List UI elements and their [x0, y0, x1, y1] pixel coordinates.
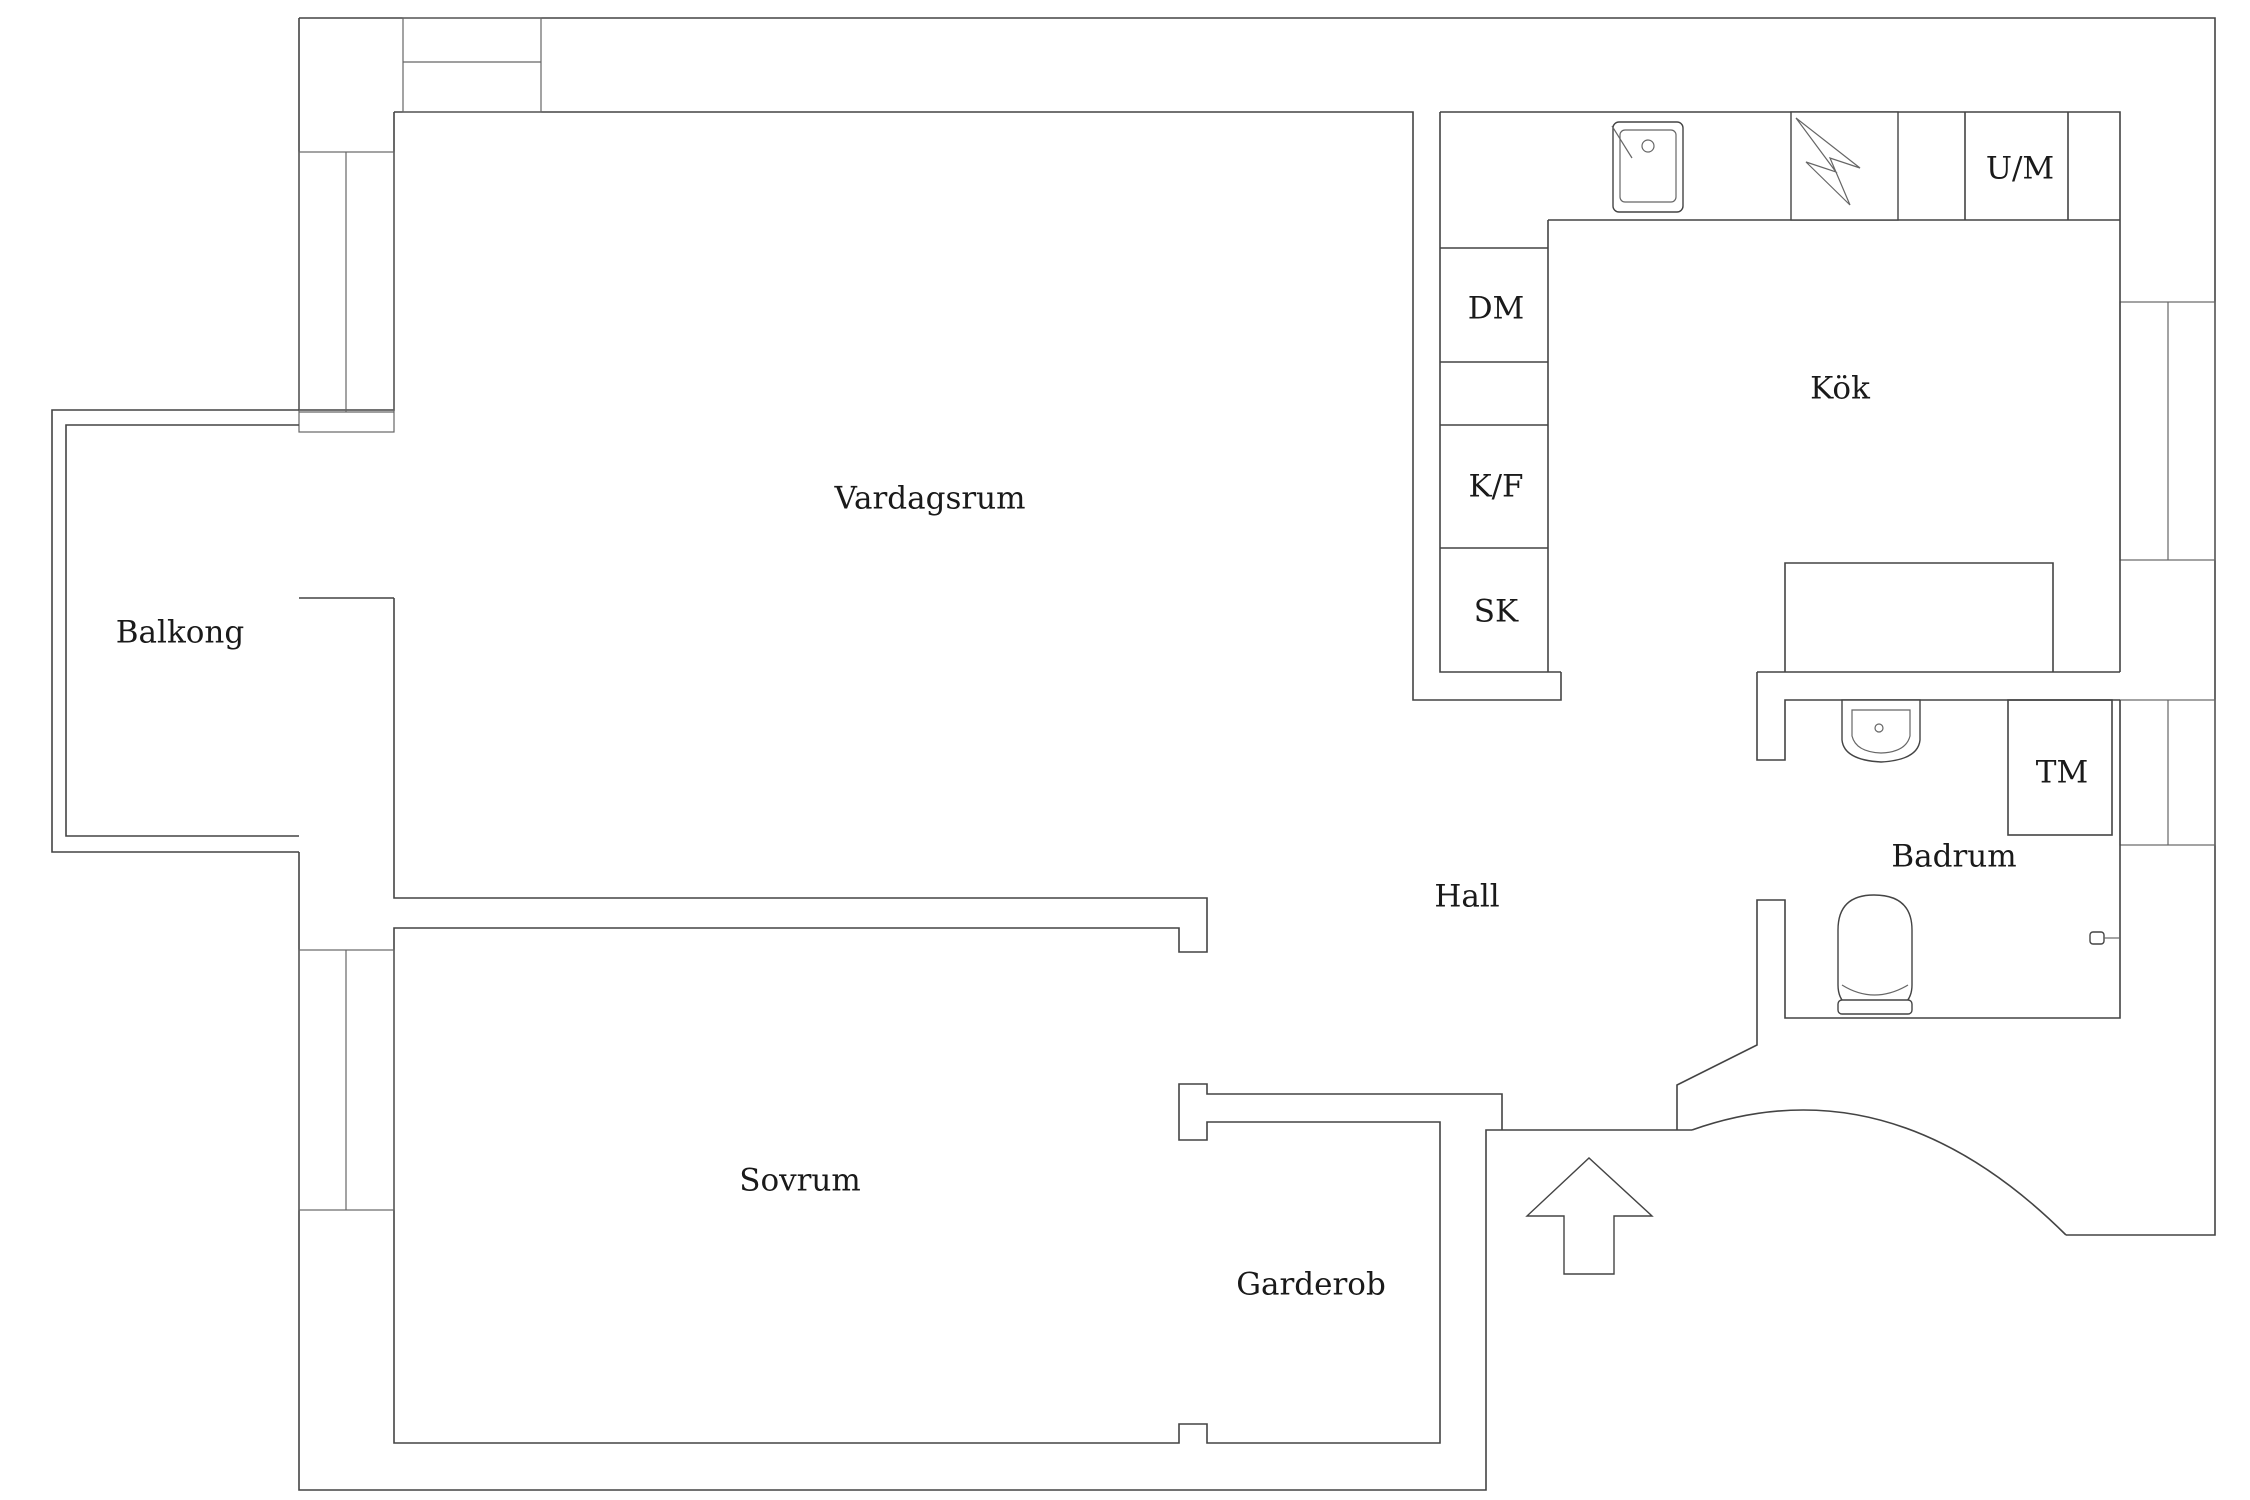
- room-label-balkong: Balkong: [116, 615, 244, 651]
- fixture-label-kf: K/F: [1468, 469, 1523, 505]
- fixture-label-sk: SK: [1474, 594, 1519, 630]
- fixture-label-tm: TM: [2036, 755, 2088, 791]
- room-label-sovrum: Sovrum: [739, 1163, 861, 1199]
- room-label-kok: Kök: [1810, 371, 1870, 407]
- room-label-badrum: Badrum: [1891, 839, 2016, 875]
- kitchen: [1439, 111, 2121, 673]
- stove-icon: [1790, 111, 1899, 221]
- sink-icon: [1611, 121, 1684, 213]
- fixture-label-dm: DM: [1468, 291, 1525, 327]
- room-label-hall: Hall: [1434, 879, 1499, 915]
- room-label-garderob: Garderob: [1236, 1267, 1386, 1303]
- washbasin-icon: [1841, 699, 1921, 763]
- entrance: [1525, 1109, 2067, 1275]
- faucet-icon: [2089, 931, 2120, 945]
- fixture-label-um: U/M: [1986, 151, 2054, 187]
- entrance-arrow-icon: [1525, 1157, 1654, 1275]
- outer-walls: [298, 17, 2216, 1491]
- balcony: [51, 409, 299, 853]
- toilet-icon: [1837, 894, 1913, 1015]
- stove-lightning-icon: [1795, 117, 1861, 206]
- bathroom: [1676, 671, 2121, 1130]
- room-label-vardagsrum: Vardagsrum: [833, 481, 1025, 517]
